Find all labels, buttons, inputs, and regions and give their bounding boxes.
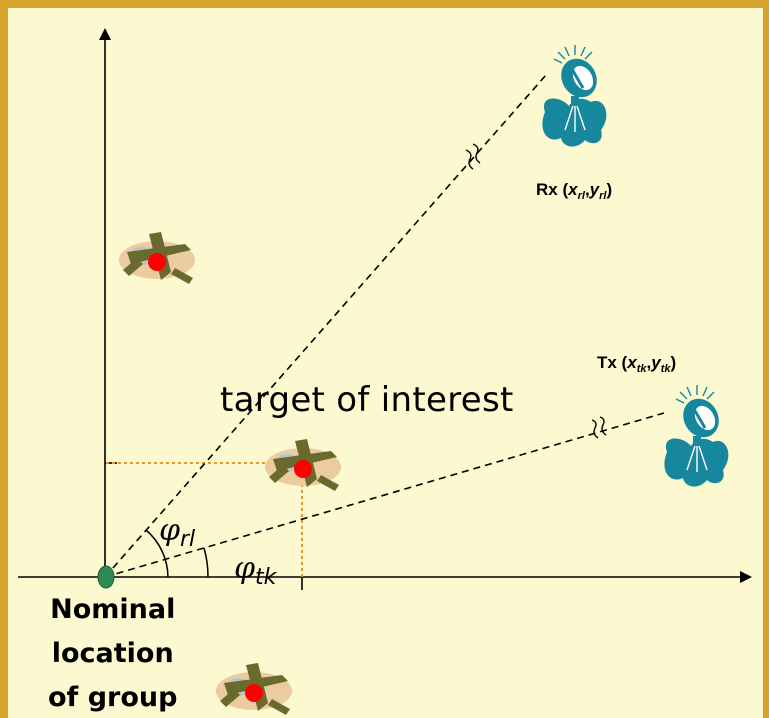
angle-arc-rl: [145, 529, 169, 578]
target-label: target of interest: [220, 380, 514, 420]
tx-label: Tx (xtk,ytk): [597, 353, 677, 375]
break-mark-rx: [465, 143, 481, 170]
aircraft-icon: [265, 439, 341, 491]
angle-arc-tk: [203, 547, 209, 578]
line-to-tx: [104, 412, 665, 578]
origin-marker: [97, 565, 115, 589]
aircraft-icon: [119, 232, 195, 284]
rx-label: Rx (xrl,yrl): [536, 180, 613, 202]
aircraft-icon: [216, 663, 292, 715]
line-to-rx: [104, 74, 547, 578]
group-location-label: Nominal location of group: [48, 594, 178, 713]
angle-tk-label: φtk: [234, 551, 277, 590]
satellite-dish-icon: [540, 43, 608, 149]
break-mark-tx: [591, 416, 607, 439]
angle-rl-label: φrl: [159, 513, 196, 552]
satellite-dish-icon: [662, 383, 730, 489]
